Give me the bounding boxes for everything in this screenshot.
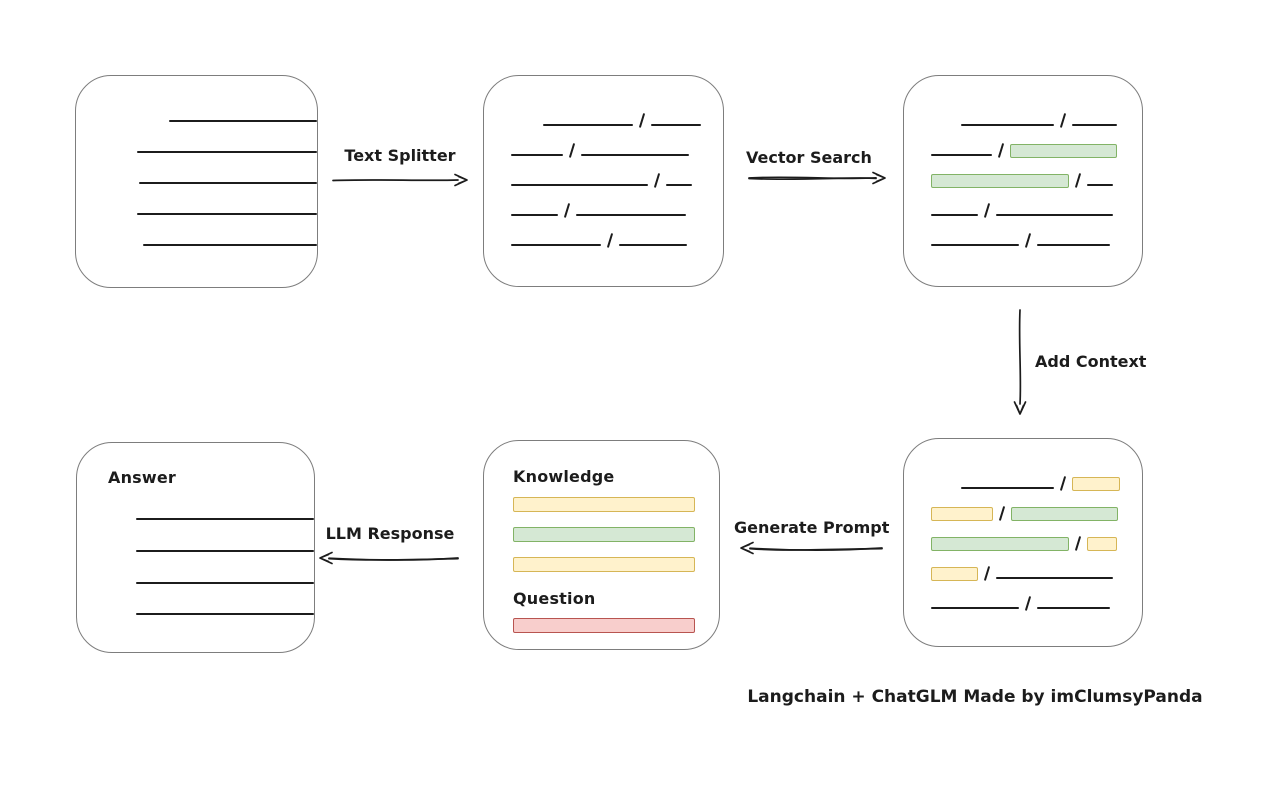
chunks-node: [483, 75, 724, 287]
prompt-node: Knowledge Question: [483, 440, 720, 650]
slash-divider: [1024, 233, 1032, 248]
green-highlight-chip: [1010, 144, 1118, 158]
generate-prompt-arrow: [740, 541, 883, 555]
chunk-row: [961, 475, 1121, 491]
diagram-caption: Langchain + ChatGLM Made by imClumsyPand…: [747, 687, 1203, 707]
text-line: [931, 607, 1019, 609]
text-line: [136, 518, 314, 520]
chunk-row: [931, 202, 1118, 218]
chunk-row: [543, 112, 702, 128]
text-line: [576, 214, 687, 216]
context-rows: [904, 439, 1142, 611]
text-line: [619, 244, 688, 246]
chunk-row: [931, 232, 1118, 248]
chunk-row: [931, 595, 1118, 611]
slash-divider: [983, 203, 991, 218]
text-line: [1072, 124, 1118, 126]
question-bar-red: [513, 618, 695, 633]
knowledge-label: Knowledge: [513, 467, 615, 486]
slash-divider: [998, 506, 1006, 521]
yellow-highlight-chip: [931, 507, 993, 521]
text-line: [137, 213, 317, 215]
slash-divider: [653, 173, 661, 188]
vector-search-label: Vector Search: [746, 148, 872, 167]
generate-prompt-label: Generate Prompt: [734, 518, 890, 537]
retrieved-rows: [904, 76, 1142, 248]
slash-divider: [983, 566, 991, 581]
chunk-row: [931, 505, 1119, 521]
text-line: [143, 244, 317, 246]
slash-divider: [1024, 596, 1032, 611]
slash-divider: [638, 113, 646, 128]
slash-divider: [568, 143, 576, 158]
text-line: [169, 120, 317, 122]
answer-node: Answer: [76, 442, 315, 653]
answer-body: Answer: [77, 443, 314, 617]
yellow-highlight-chip: [1087, 537, 1118, 551]
text-line: [511, 184, 648, 186]
yellow-highlight-chip: [1072, 477, 1121, 491]
green-highlight-chip: [931, 174, 1069, 188]
green-highlight-chip: [931, 537, 1069, 551]
slash-divider: [1059, 113, 1067, 128]
chunk-rows: [484, 76, 723, 248]
text-line: [511, 214, 558, 216]
context-node: [903, 438, 1143, 647]
text-line: [1037, 607, 1111, 609]
chunk-row: [511, 232, 699, 248]
vector-search-arrow: [748, 171, 886, 185]
text-line: [136, 613, 314, 615]
chunk-row: [511, 172, 699, 188]
slash-divider: [606, 233, 614, 248]
slash-divider: [1074, 173, 1082, 188]
text-splitter-label: Text Splitter: [344, 146, 456, 165]
question-label: Question: [513, 589, 596, 608]
text-line: [139, 182, 317, 184]
text-line: [137, 151, 317, 153]
text-splitter-arrow: [332, 173, 468, 187]
yellow-highlight-chip: [931, 567, 978, 581]
text-line: [511, 244, 601, 246]
chunk-row: [931, 565, 1118, 581]
text-line: [961, 124, 1054, 126]
text-line: [996, 214, 1114, 216]
chunk-row: [511, 142, 699, 158]
knowledge-bar-green: [513, 527, 695, 542]
text-line: [996, 577, 1114, 579]
add-context-label: Add Context: [1035, 352, 1147, 371]
chunk-row: [931, 142, 1118, 158]
text-line: [581, 154, 690, 156]
text-line: [931, 154, 992, 156]
green-highlight-chip: [1011, 507, 1119, 521]
text-line: [511, 154, 563, 156]
text-line: [961, 487, 1054, 489]
document-node: [75, 75, 318, 288]
text-line: [666, 184, 693, 186]
slash-divider: [1059, 476, 1067, 491]
slash-divider: [563, 203, 571, 218]
knowledge-bar-yellow: [513, 557, 695, 572]
text-line: [651, 124, 702, 126]
answer-label: Answer: [108, 468, 177, 487]
add-context-arrow: [1013, 309, 1027, 415]
chunk-row: [511, 202, 699, 218]
slash-divider: [997, 143, 1005, 158]
chunk-row: [931, 535, 1118, 551]
text-line: [543, 124, 633, 126]
retrieved-chunks-node: [903, 75, 1143, 287]
text-line: [931, 244, 1019, 246]
text-line: [136, 582, 314, 584]
chunk-row: [961, 112, 1118, 128]
document-lines: [76, 76, 317, 248]
text-line: [1037, 244, 1111, 246]
chunk-row: [931, 172, 1118, 188]
llm-response-arrow: [319, 551, 459, 565]
prompt-body: Knowledge Question: [484, 441, 719, 633]
text-line: [931, 214, 978, 216]
text-line: [136, 550, 314, 552]
text-line: [1087, 184, 1114, 186]
llm-response-label: LLM Response: [325, 524, 455, 543]
knowledge-bar-yellow: [513, 497, 695, 512]
slash-divider: [1074, 536, 1082, 551]
